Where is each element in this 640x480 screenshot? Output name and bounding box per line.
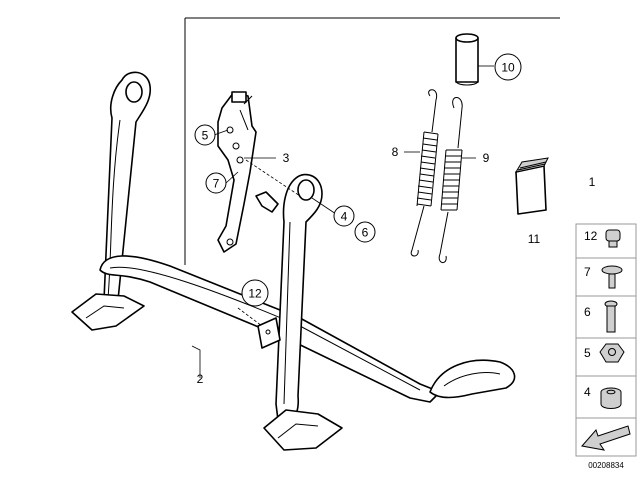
callout-6: 6	[354, 221, 376, 243]
callout-12: 12	[241, 279, 269, 307]
label-2: 2	[197, 372, 204, 386]
bushing-icon	[600, 387, 622, 409]
sleeve-drawing	[455, 33, 479, 86]
label-11: 11	[528, 232, 541, 246]
legend-number-12: 12	[584, 229, 598, 243]
arrow-icon	[581, 425, 631, 451]
spring-9-drawing	[438, 97, 463, 263]
label-5: 5	[202, 129, 209, 143]
legend-number-7: 7	[584, 265, 591, 279]
label-4: 4	[341, 210, 348, 224]
catalog-number: 00208834	[588, 461, 624, 470]
callout-4: 4	[333, 205, 355, 227]
nut-icon	[599, 343, 625, 363]
label-10: 10	[501, 61, 515, 75]
callout-10: 10	[494, 53, 522, 81]
spring-8-drawing	[410, 89, 439, 257]
bolt-icon	[604, 300, 618, 333]
legend-box-7	[575, 257, 637, 297]
screw-icon	[601, 265, 623, 289]
label-1: 1	[589, 175, 596, 189]
label-6: 6	[362, 226, 369, 240]
cap-icon	[605, 229, 621, 248]
legend-number-6: 6	[584, 305, 591, 319]
main-stand-drawing	[71, 71, 516, 451]
bracket-drawing	[217, 91, 301, 253]
legend-number-4: 4	[584, 385, 591, 399]
hardware-legend: 12 7 6 5 4	[575, 223, 637, 457]
leader-lines	[191, 65, 494, 378]
label-7: 7	[213, 177, 220, 191]
label-3: 3	[283, 151, 290, 165]
callout-7: 7	[205, 172, 227, 194]
legend-number-5: 5	[584, 346, 591, 360]
callout-5: 5	[194, 124, 216, 146]
label-8: 8	[392, 145, 399, 159]
booklet-drawing	[514, 157, 549, 215]
label-12: 12	[248, 287, 262, 301]
label-9: 9	[483, 151, 490, 165]
